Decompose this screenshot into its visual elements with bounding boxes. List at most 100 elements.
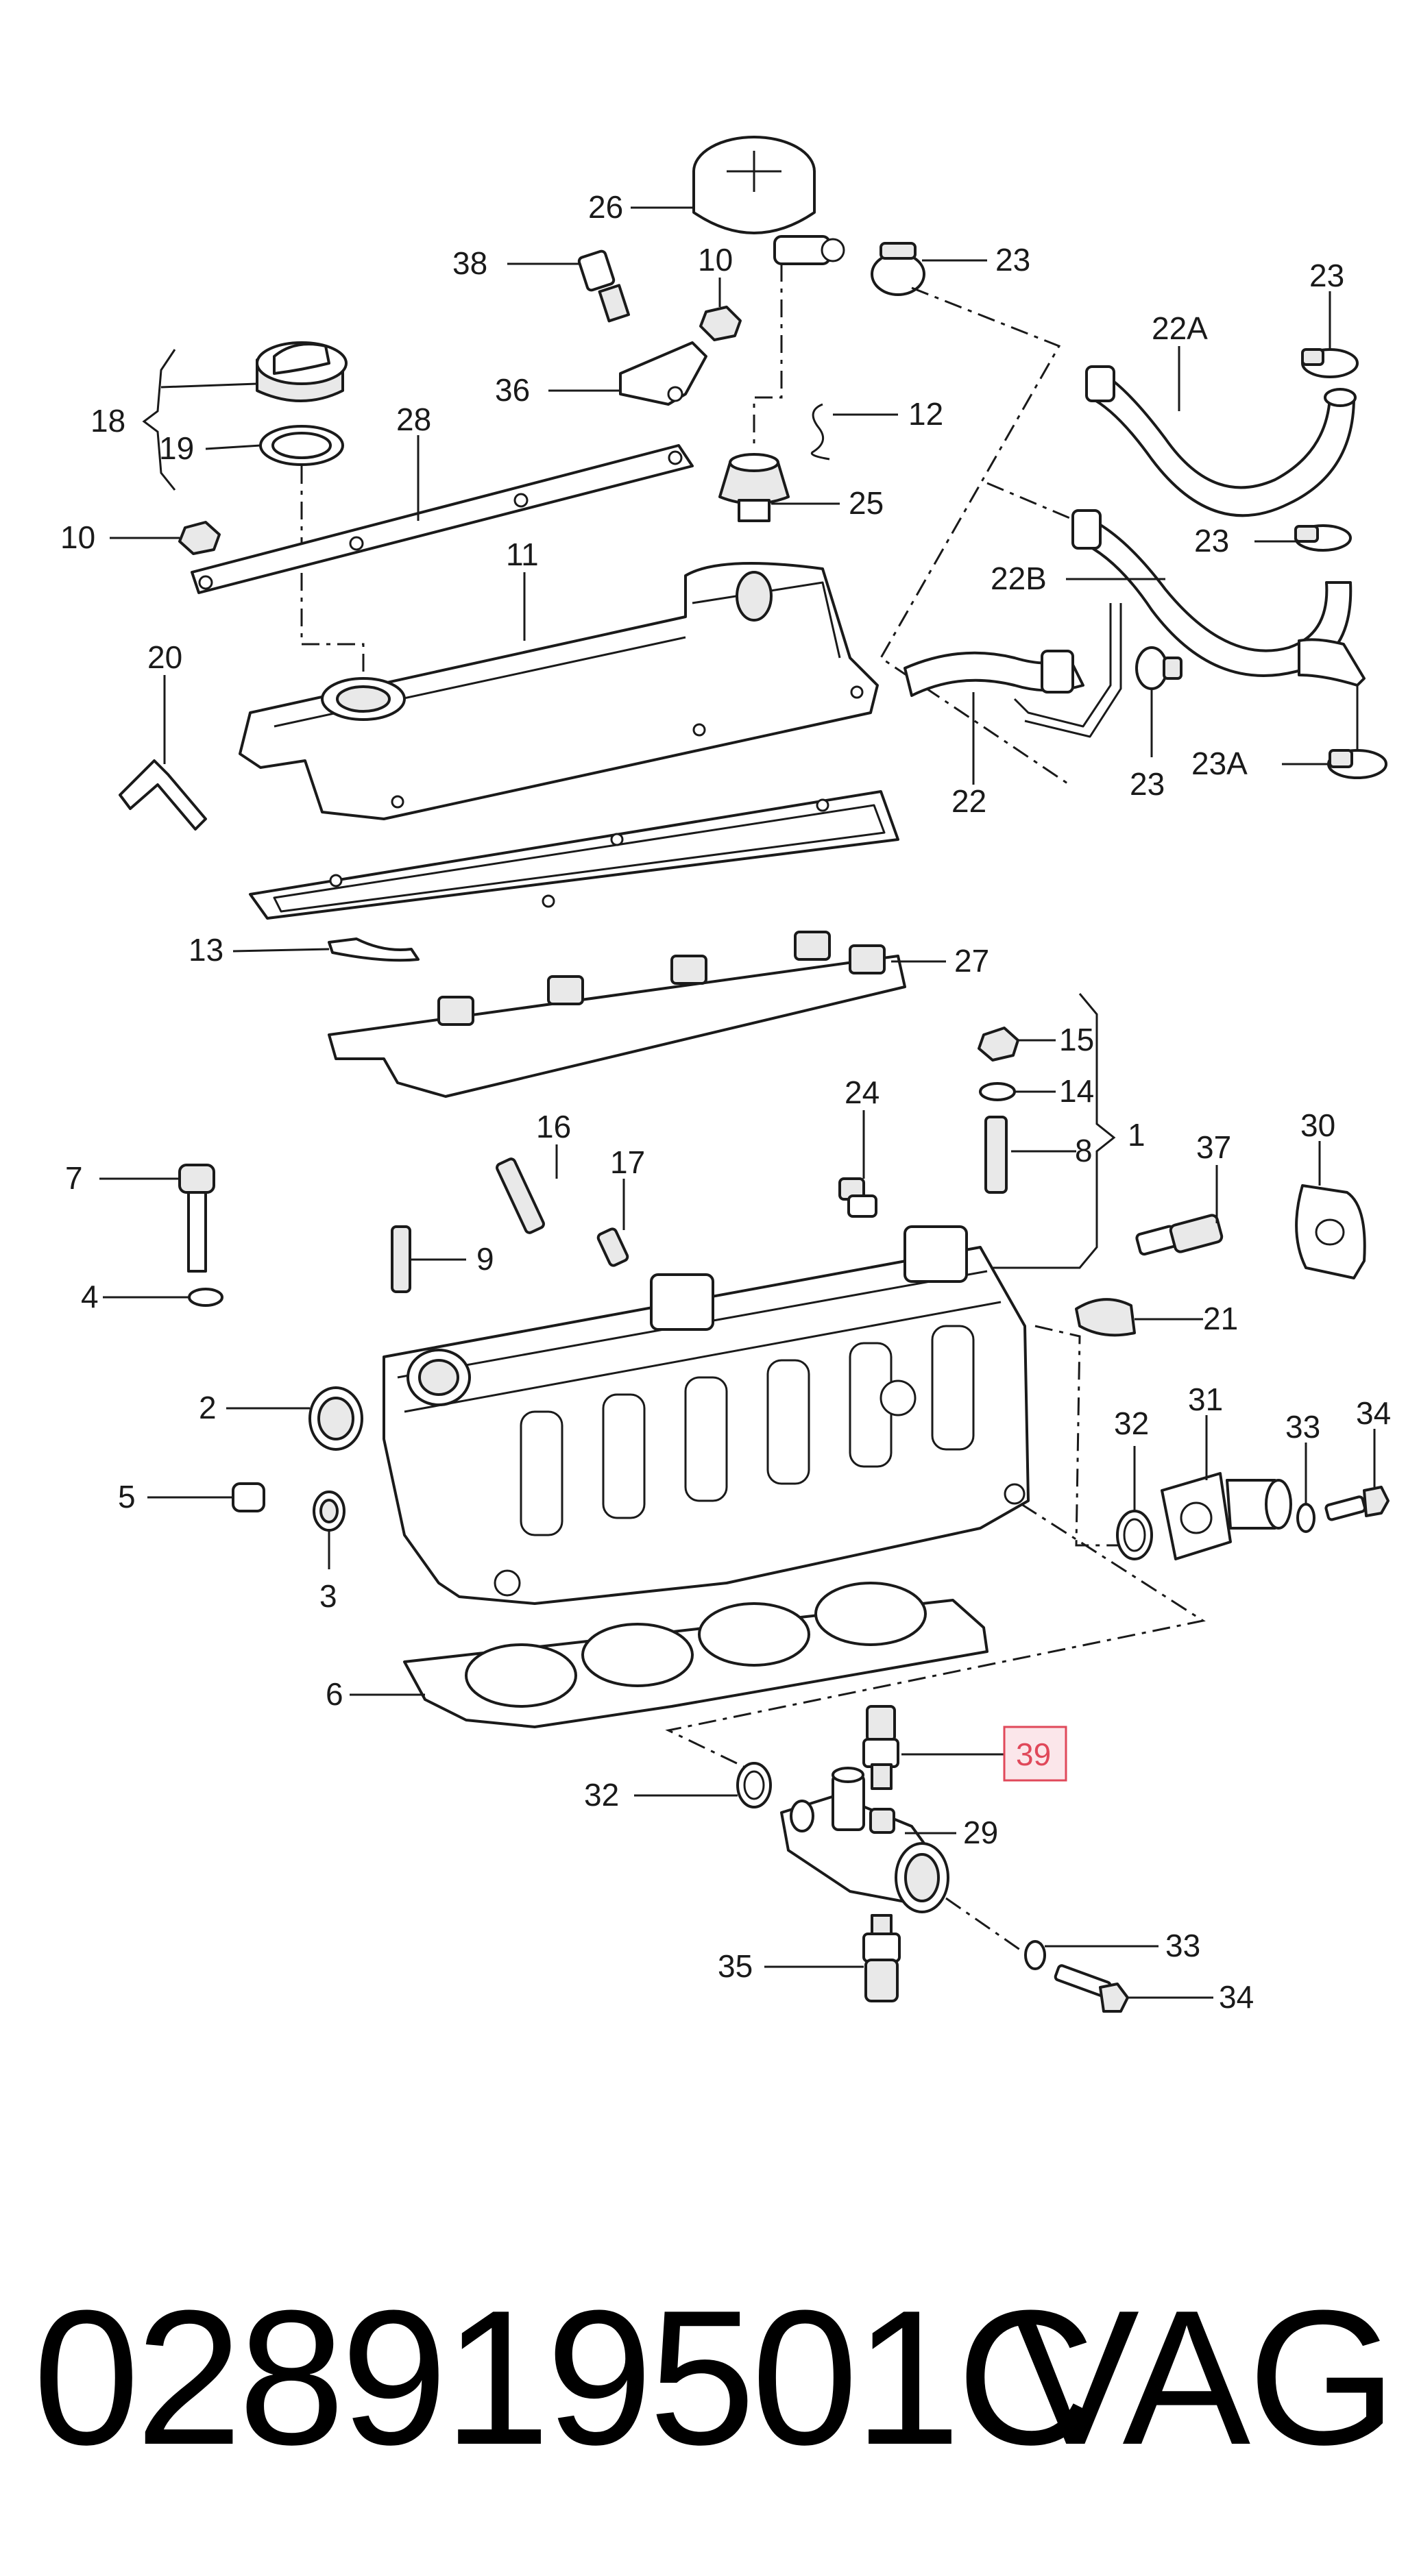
brand-label: VAG <box>1011 2271 1397 2485</box>
part-37-sender <box>1135 1214 1224 1256</box>
callout-17: 17 <box>610 1144 645 1180</box>
part-34-bolt-lower <box>1054 1964 1129 2013</box>
part-29-coolant-housing <box>780 1767 949 1913</box>
callout-23A: 23A <box>1191 746 1248 781</box>
callout-13: 13 <box>189 932 223 968</box>
callout-32-lower: 32 <box>584 1777 619 1813</box>
callout-35: 35 <box>718 1948 753 1984</box>
part-11-valve-cover <box>239 562 879 820</box>
callout-36: 36 <box>495 372 530 408</box>
callout-21: 21 <box>1203 1301 1238 1336</box>
part-22A-hose <box>1085 365 1357 517</box>
callout-28: 28 <box>396 402 431 437</box>
callout-23-a: 23 <box>995 242 1030 278</box>
part-39-sensor <box>862 1705 899 1790</box>
part-23-clamp-a <box>871 242 925 296</box>
part-38-sensor <box>577 249 630 323</box>
part-6-head-gasket <box>403 1582 989 1728</box>
callout-10-top: 10 <box>698 242 733 278</box>
callout-37: 37 <box>1196 1129 1231 1165</box>
bracket-1 <box>973 993 1116 1269</box>
part-23-clamp-d <box>1135 646 1182 690</box>
callout-30: 30 <box>1300 1107 1335 1143</box>
callout-23-b: 23 <box>1309 258 1344 293</box>
callout-7: 7 <box>65 1160 83 1196</box>
part-13-seal-strip <box>328 937 420 962</box>
callout-24: 24 <box>845 1075 880 1110</box>
part-24-bolt <box>838 1177 877 1218</box>
callout-4: 4 <box>81 1279 99 1314</box>
part-22-hose <box>903 603 1122 738</box>
part-32-o-ring-right <box>1116 1510 1153 1560</box>
part-4-washer <box>188 1288 223 1307</box>
part-15-nut <box>978 1027 1019 1062</box>
callout-6: 6 <box>326 1676 343 1712</box>
part-9-stud <box>391 1225 411 1293</box>
callout-12: 12 <box>908 396 943 432</box>
part-21-cap <box>1075 1298 1136 1337</box>
part-33-washer-lower <box>1024 1940 1046 1970</box>
part-3-bushing <box>313 1491 345 1532</box>
callout-5: 5 <box>118 1479 136 1514</box>
part-19-seal-ring <box>259 425 344 466</box>
part-23-clamp-c <box>1294 524 1352 552</box>
callout-33-right: 33 <box>1285 1409 1320 1445</box>
callout-23-d: 23 <box>1130 766 1165 802</box>
callout-22B: 22B <box>991 561 1047 596</box>
part-22B-hose <box>1071 509 1366 687</box>
part-7-bolt <box>178 1164 215 1273</box>
part-10-nut-top <box>699 306 742 341</box>
callout-34-right: 34 <box>1356 1395 1391 1431</box>
callout-20: 20 <box>147 639 182 675</box>
callout-15: 15 <box>1059 1022 1094 1057</box>
part-20-hex-key <box>119 759 207 831</box>
part-10-nut-left <box>178 521 221 555</box>
callout-22A: 22A <box>1152 310 1208 346</box>
callout-18: 18 <box>90 403 125 439</box>
part-32-o-ring-lower <box>736 1762 772 1808</box>
callout-27: 27 <box>954 943 989 979</box>
callout-11: 11 <box>506 537 539 572</box>
part-cylinder-head <box>383 1225 1030 1605</box>
callout-33-lower: 33 <box>1165 1928 1200 1963</box>
callout-26: 26 <box>588 189 623 225</box>
callout-23-c: 23 <box>1194 523 1229 559</box>
part-23-clamp-b <box>1301 348 1359 378</box>
part-25-grommet <box>718 453 790 522</box>
part-35-sensor <box>862 1914 901 2002</box>
callout-10-left: 10 <box>60 519 95 555</box>
callout-3: 3 <box>319 1578 337 1614</box>
callout-39: 39 <box>1016 1737 1051 1772</box>
callout-16: 16 <box>536 1109 571 1144</box>
part-36-bracket <box>619 341 707 406</box>
part-5-plug <box>232 1482 265 1512</box>
callout-25: 25 <box>849 485 884 521</box>
part-cover-gasket <box>249 790 899 920</box>
callout-14: 14 <box>1059 1073 1094 1109</box>
part-number-label: 028919501C <box>33 2271 1095 2485</box>
part-26-breather <box>692 136 845 265</box>
part-33-washer-right <box>1296 1503 1315 1533</box>
part-34-bolt-right <box>1324 1486 1390 1521</box>
part-28-gasket <box>191 444 694 594</box>
part-12-clip <box>810 403 830 461</box>
callout-1: 1 <box>1128 1117 1145 1153</box>
callout-34-lower: 34 <box>1219 1979 1254 2015</box>
part-2-shaft-seal <box>308 1386 363 1451</box>
callout-29: 29 <box>963 1815 998 1850</box>
callout-32-right: 32 <box>1114 1406 1149 1441</box>
part-18-filler-cap <box>256 341 348 402</box>
part-17-sleeve <box>596 1227 629 1267</box>
callout-8: 8 <box>1075 1133 1093 1168</box>
part-30-flange-gasket <box>1295 1184 1366 1279</box>
callout-19: 19 <box>159 430 194 466</box>
callout-2: 2 <box>199 1390 217 1425</box>
callout-9: 9 <box>476 1241 494 1277</box>
part-8-stud <box>984 1116 1008 1194</box>
callout-38: 38 <box>452 245 487 281</box>
callout-31: 31 <box>1188 1382 1223 1417</box>
part-16-stud <box>496 1157 545 1234</box>
callout-39-highlight-box <box>1003 1726 1067 1782</box>
callout-22: 22 <box>951 783 986 819</box>
